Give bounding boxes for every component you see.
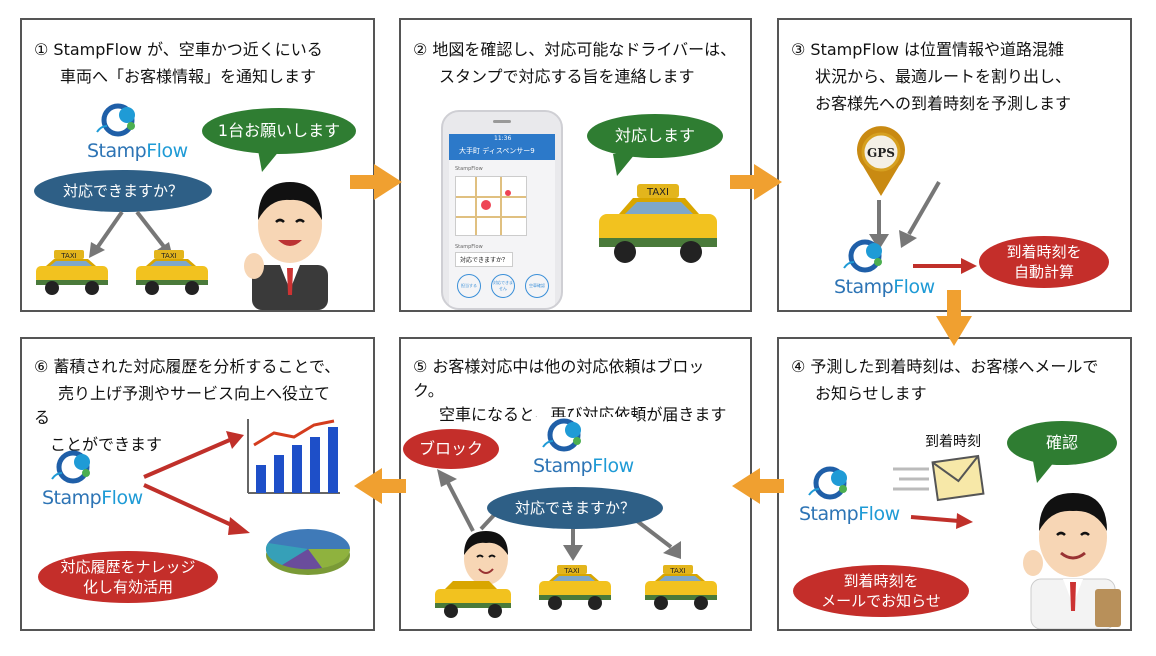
taxi-icon: TAXI [645,565,717,610]
taxi-icon: TAXI [136,250,208,295]
step4-title-line2: お知らせします [815,384,927,403]
stampflow-logo-icon [96,103,135,137]
stampflow-logo: StampFlow [799,465,900,525]
speech-bubble: 1台お願いします [202,108,356,154]
businessman-icon [1023,493,1121,629]
block-bubble: ブロック [403,429,499,469]
svg-text:TAXI: TAXI [60,252,76,260]
red-arrow [913,258,977,274]
step1-title-line2: 車両へ「お客様情報」を通知します [60,67,317,86]
svg-text:TAXI: TAXI [160,252,176,260]
step4-panel: ④ 予測した到着時刻は、お客様へメールで お知らせします 到着時刻 StampF… [777,337,1132,631]
logo-flow-text: Flow [101,487,143,509]
stampflow-logo: StampFlow [42,449,143,509]
step2-panel: ② 地図を確認し、対応可能なドライバーは、 スタンプで対応する旨を連絡します 1… [399,18,752,312]
step5-panel: ⑤ お客様対応中は他の対応依頼はブロッ ク。 空車になると、再び対応依頼が届きま… [399,337,752,631]
red-arrow [910,513,973,529]
phone-screen: 11:36 大手町 ディスペンサー9 StampFlow StampFlow 対… [449,134,555,308]
driver-face-icon [464,531,508,585]
phone-question: 対応できますか？ [455,252,514,267]
step3-title-line1: ③ StampFlow は位置情報や道路混雑 [791,40,1065,59]
speech-bubble: 確認 [1007,421,1117,465]
step1-title-line1: ① StampFlow が、空車かつ近くにいる [34,40,323,59]
stampflow-logo-icon [808,466,847,500]
taxi-icon [435,581,511,618]
speech-tail [1033,461,1055,483]
logo-stamp-text: Stamp [533,455,593,477]
taxi-icon: TAXI [36,250,108,295]
stampflow-logo: StampFlow [87,102,188,162]
input-arrows [869,181,941,250]
step5-title-line3: 空車になると、再び対応依頼が届きます [439,405,727,424]
stampflow-logo: StampFlow [834,238,935,298]
step4-title-line1: ④ 予測した到着時刻は、お客様へメールで [791,357,1099,376]
phone-sender: StampFlow [455,244,483,250]
logo-flow-text: Flow [893,276,935,298]
svg-text:TAXI: TAXI [646,187,669,198]
svg-text:GPS: GPS [867,146,895,160]
speech-bubble: 対応します [587,114,723,158]
logo-stamp-text: Stamp [87,140,147,162]
phone-sender: StampFlow [455,166,483,172]
logo-flow-text: Flow [146,140,188,162]
step6-title-line1: ⑥ 蓄積された対応履歴を分析することで、 [34,357,341,376]
flow-arrow-right [730,164,782,200]
analysis-arrows [143,431,250,535]
step2-title-line1: ② 地図を確認し、対応可能なドライバーは、 [413,40,737,59]
flow-arrow-down [936,290,972,346]
step6-title-line4: ことができます [50,435,163,454]
bar-chart-icon [247,419,340,494]
stampflow-logo-icon [843,239,882,273]
step3-panel: ③ StampFlow は位置情報や道路混雑 状況から、最適ルートを割り出し、 … [777,18,1132,312]
flow-arrow-right [350,164,402,200]
svg-text:TAXI: TAXI [669,567,685,575]
phone-btn-decline[interactable]: 対応できません [491,274,515,298]
smartphone: 11:36 大手町 ディスペンサー9 StampFlow StampFlow 対… [441,110,563,310]
phone-map [455,176,527,236]
phone-btn-check[interactable]: 空車確認 [525,274,549,298]
step6-title-line2: 売り上げ予測やサービス向上へ役立て [58,384,331,403]
step6-title-line3: る [34,408,51,427]
stampflow-logo-icon [542,418,581,452]
taxi-icon: TAXI [599,184,717,263]
step5-title-line2: ク。 [413,381,444,400]
step6-panel: ⑥ 蓄積された対応履歴を分析することで、 売り上げ予測やサービス向上へ役立て る… [20,337,375,631]
stampflow-logo-icon [51,450,90,484]
question-bubble: 対応できますか？ [34,170,212,212]
logo-stamp-text: Stamp [799,503,859,525]
pie-chart-icon [265,529,351,575]
logo-stamp-text: Stamp [834,276,894,298]
logo-stamp-text: Stamp [42,487,102,509]
question-bubble: 対応できますか？ [487,487,663,529]
logo-flow-text: Flow [858,503,900,525]
flow-arrow-left [354,468,406,504]
svg-text:TAXI: TAXI [563,567,579,575]
phone-time: 11:36 [494,135,512,142]
businessman-icon [244,182,328,310]
step2-title-line2: スタンプで対応する旨を連絡します [439,67,695,86]
phone-btn-accept[interactable]: 担当する [457,274,481,298]
stampflow-logo: StampFlow [531,417,636,477]
gps-pin-icon: GPS [857,126,905,196]
knowledge-bubble: 対応履歴をナレッジ 化し有効活用 [38,551,218,603]
phone-header: 大手町 ディスペンサー9 [459,147,535,155]
taxi-icon: TAXI [539,565,611,610]
speech-tail [613,154,635,176]
mail-label: 到着時刻 [925,434,981,450]
step3-title-line3: お客様先への到着時刻を予測します [815,94,1072,113]
step1-panel: ① StampFlow が、空車かつ近くにいる 車両へ「お客様情報」を通知します… [20,18,375,312]
speech-tail [258,150,280,172]
flow-arrow-left [732,468,784,504]
result-bubble: 到着時刻を 自動計算 [979,236,1109,288]
logo-flow-text: Flow [592,455,634,477]
step3-title-line2: 状況から、最適ルートを割り出し、 [815,67,1072,86]
notice-bubble: 到着時刻を メールでお知らせ [793,565,969,617]
mail-icon [893,454,985,502]
step5-title-line1: ⑤ お客様対応中は他の対応依頼はブロッ [413,357,705,376]
